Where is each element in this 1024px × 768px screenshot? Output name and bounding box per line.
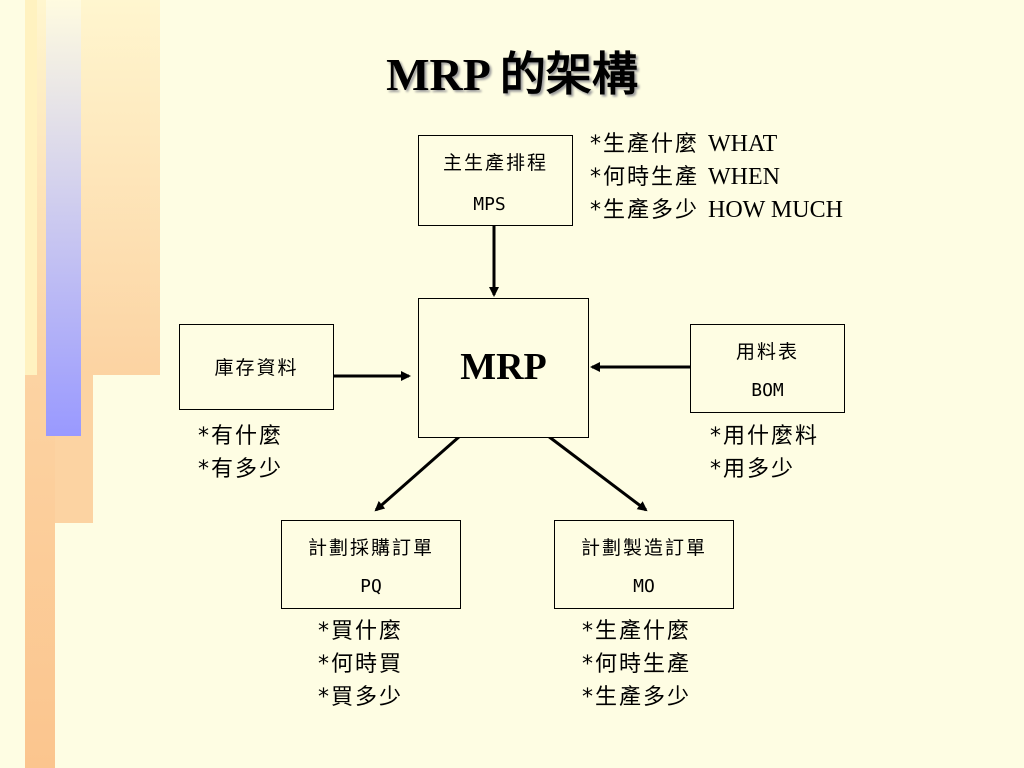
mps-note-3: *生產多少 HOW MUCH: [590, 194, 843, 227]
purchase-notes: *買什麼 *何時買 *買多少: [318, 615, 403, 714]
inventory-note-1: *有什麼: [198, 424, 284, 449]
arrow-mrp-to-mo: [547, 434, 648, 512]
purchase-order-name: 計劃採購訂單: [307, 537, 434, 559]
mps-name: 主生產排程: [442, 152, 548, 174]
mps-box: 主生產排程 MPS: [418, 135, 573, 226]
mps-code: MPS: [473, 194, 506, 215]
bom-code: BOM: [751, 380, 784, 401]
purchase-note-1: *買什麼: [318, 619, 404, 644]
purchase-order-code: PQ: [360, 576, 382, 597]
mps-note-3-en: HOW MUCH: [708, 197, 843, 223]
page-title: MRP 的架構: [386, 49, 638, 100]
manufacturing-note-1: *生產什麼: [582, 619, 692, 644]
purchase-note-2: *何時買: [318, 652, 404, 677]
mps-note-1: *生產什麼 WHAT: [590, 128, 843, 161]
bom-name: 用料表: [735, 341, 799, 363]
mrp-label: MRP: [460, 346, 547, 388]
mps-note-1-en: WHAT: [708, 131, 778, 157]
inventory-box: 庫存資料: [179, 324, 334, 410]
bom-note-2: *用多少: [710, 457, 796, 482]
mps-note-3-zh: *生產多少: [590, 198, 700, 223]
mps-note-2: *何時生產 WHEN: [590, 161, 843, 194]
manufacturing-order-code: MO: [633, 576, 655, 597]
purchase-note-3: *買多少: [318, 685, 404, 710]
decor-stripe-peach-thin: [25, 375, 55, 768]
mps-note-1-zh: *生產什麼: [590, 132, 700, 157]
manufacturing-order-box: 計劃製造訂單 MO: [554, 520, 734, 609]
mps-notes: *生產什麼 WHAT *何時生產 WHEN *生產多少 HOW MUCH: [590, 128, 843, 227]
manufacturing-notes: *生產什麼 *何時生產 *生產多少: [582, 615, 691, 714]
inventory-name: 庫存資料: [214, 357, 299, 379]
decor-stripe-blue: [46, 0, 81, 436]
mps-note-2-zh: *何時生產: [590, 165, 700, 190]
manufacturing-note-2: *何時生產: [582, 652, 692, 677]
inventory-note-2: *有多少: [198, 457, 284, 482]
bom-note-1: *用什麼料: [710, 424, 820, 449]
purchase-order-box: 計劃採購訂單 PQ: [281, 520, 461, 609]
bom-notes: *用什麼料 *用多少: [710, 420, 819, 486]
inventory-notes: *有什麼 *有多少: [198, 420, 283, 486]
manufacturing-order-name: 計劃製造訂單: [580, 537, 707, 559]
mps-note-2-en: WHEN: [708, 164, 780, 190]
mrp-box: MRP: [418, 298, 589, 438]
manufacturing-note-3: *生產多少: [582, 685, 692, 710]
bom-box: 用料表 BOM: [690, 324, 845, 413]
arrow-mrp-to-pq: [374, 434, 461, 512]
